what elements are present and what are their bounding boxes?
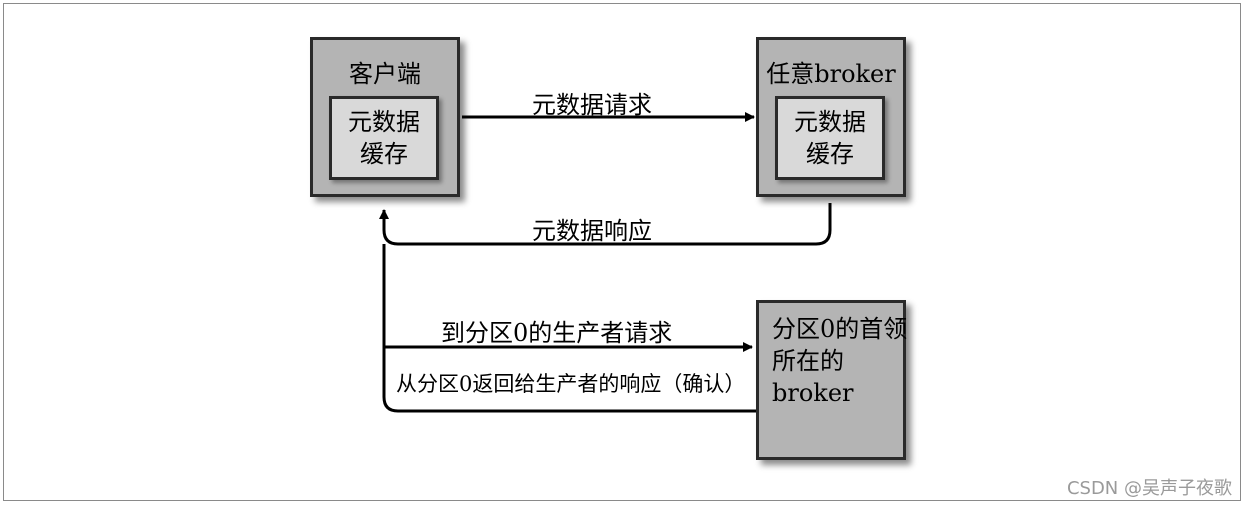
any-broker-title: 任意broker	[766, 60, 896, 88]
client-metadata-cache: 元数据缓存	[329, 96, 439, 180]
produce-request-label: 到分区0的生产者请求	[441, 319, 673, 347]
metadata-request-label: 元数据请求	[532, 91, 652, 119]
leader-broker-label: 分区0的首领所在的broker	[772, 315, 908, 407]
metadata-response-arrow	[379, 203, 832, 246]
broker-metadata-cache: 元数据缓存	[775, 96, 885, 180]
produce-response-label: 从分区0返回给生产者的响应（确认）	[396, 372, 746, 396]
client-title: 客户端	[349, 60, 421, 88]
diagram-frame	[3, 3, 1241, 501]
any-broker-box: 任意broker 元数据缓存	[756, 37, 906, 197]
watermark: CSDN @吴声子夜歌	[1066, 478, 1232, 499]
client-box: 客户端 元数据缓存	[310, 37, 460, 197]
produce-response-line	[382, 347, 758, 413]
leader-broker-box: 分区0的首领所在的broker	[756, 300, 907, 460]
metadata-response-label: 元数据响应	[532, 217, 652, 245]
